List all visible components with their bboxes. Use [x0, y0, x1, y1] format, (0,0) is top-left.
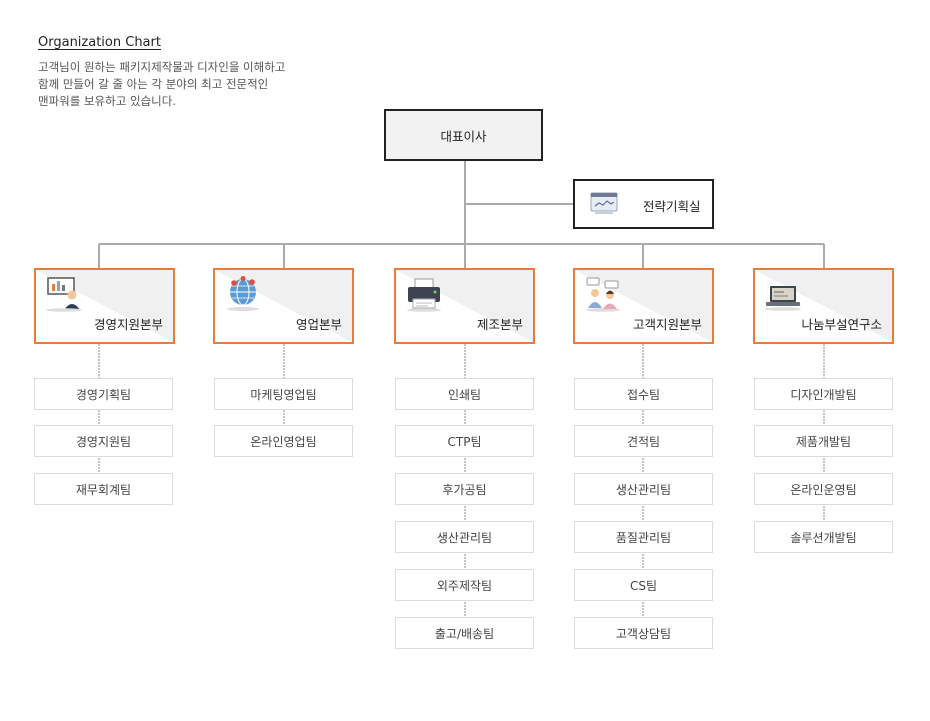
team-box: 디자인개발팀	[754, 378, 893, 410]
customer-chat-icon	[583, 276, 623, 316]
intro-line: 함께 만들어 갈 줄 아는 각 분야의 최고 전문적인	[38, 77, 269, 91]
division-management-support: 경영지원본부	[34, 268, 175, 344]
team-box: 재무회계팀	[34, 473, 173, 505]
team-box: 견적팀	[574, 425, 713, 457]
team-box: 생산관리팀	[574, 473, 713, 505]
intro-text: 고객님이 원하는 패키지제작물과 디자인을 이해하고 함께 만들어 갈 줄 아는…	[38, 59, 338, 110]
globe-network-icon	[223, 276, 263, 316]
division-label: 고객지원본부	[632, 317, 702, 332]
strategy-office-label: 전략기획실	[643, 199, 701, 214]
division-sales: 영업본부	[213, 268, 354, 344]
division-label: 영업본부	[295, 317, 342, 332]
monitor-chart-icon	[589, 190, 621, 222]
team-box: 경영지원팀	[34, 425, 173, 457]
strategy-office-box: 전략기획실	[573, 179, 714, 229]
team-box: CS팀	[574, 569, 713, 601]
team-box: 후가공팀	[395, 473, 534, 505]
presenter-board-icon	[44, 276, 84, 316]
division-label: 제조본부	[476, 317, 523, 332]
team-box: 외주제작팀	[395, 569, 534, 601]
team-box: 경영기획팀	[34, 378, 173, 410]
solid-connectors	[98, 161, 825, 268]
division-label: 경영지원본부	[93, 317, 163, 332]
team-box: 인쇄팀	[395, 378, 534, 410]
team-box: 출고/배송팀	[395, 617, 534, 649]
team-box: CTP팀	[395, 425, 534, 457]
printer-icon	[404, 276, 444, 316]
intro-line: 맨파워를 보유하고 있습니다.	[38, 94, 176, 108]
team-box: 온라인영업팀	[214, 425, 353, 457]
team-box: 고객상담팀	[574, 617, 713, 649]
ceo-box: 대표이사	[384, 109, 543, 161]
intro-line: 고객님이 원하는 패키지제작물과 디자인을 이해하고	[38, 60, 286, 74]
division-label: 나눔부설연구소	[801, 317, 882, 332]
team-box: 제품개발팀	[754, 425, 893, 457]
team-box: 접수팀	[574, 378, 713, 410]
ceo-label: 대표이사	[440, 128, 487, 144]
division-manufacturing: 제조본부	[394, 268, 535, 344]
division-research-lab: 나눔부설연구소	[753, 268, 894, 344]
team-box: 품질관리팀	[574, 521, 713, 553]
team-box: 마케팅영업팀	[214, 378, 353, 410]
team-box: 생산관리팀	[395, 521, 534, 553]
team-box: 온라인운영팀	[754, 473, 893, 505]
division-customer-support: 고객지원본부	[573, 268, 714, 344]
laptop-icon	[763, 276, 803, 316]
page-title: Organization Chart	[38, 35, 161, 50]
team-box: 솔루션개발팀	[754, 521, 893, 553]
